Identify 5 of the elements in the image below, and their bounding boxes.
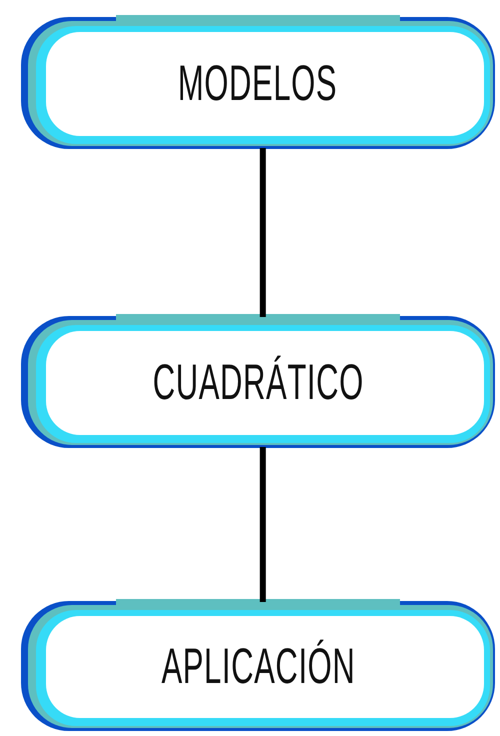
- node-label: MODELOS: [178, 54, 338, 112]
- connector-line: [260, 148, 266, 317]
- connector-line: [260, 447, 266, 602]
- node-label: CUADRÁTICO: [152, 353, 364, 411]
- node-label: APLICACIÓN: [161, 637, 355, 695]
